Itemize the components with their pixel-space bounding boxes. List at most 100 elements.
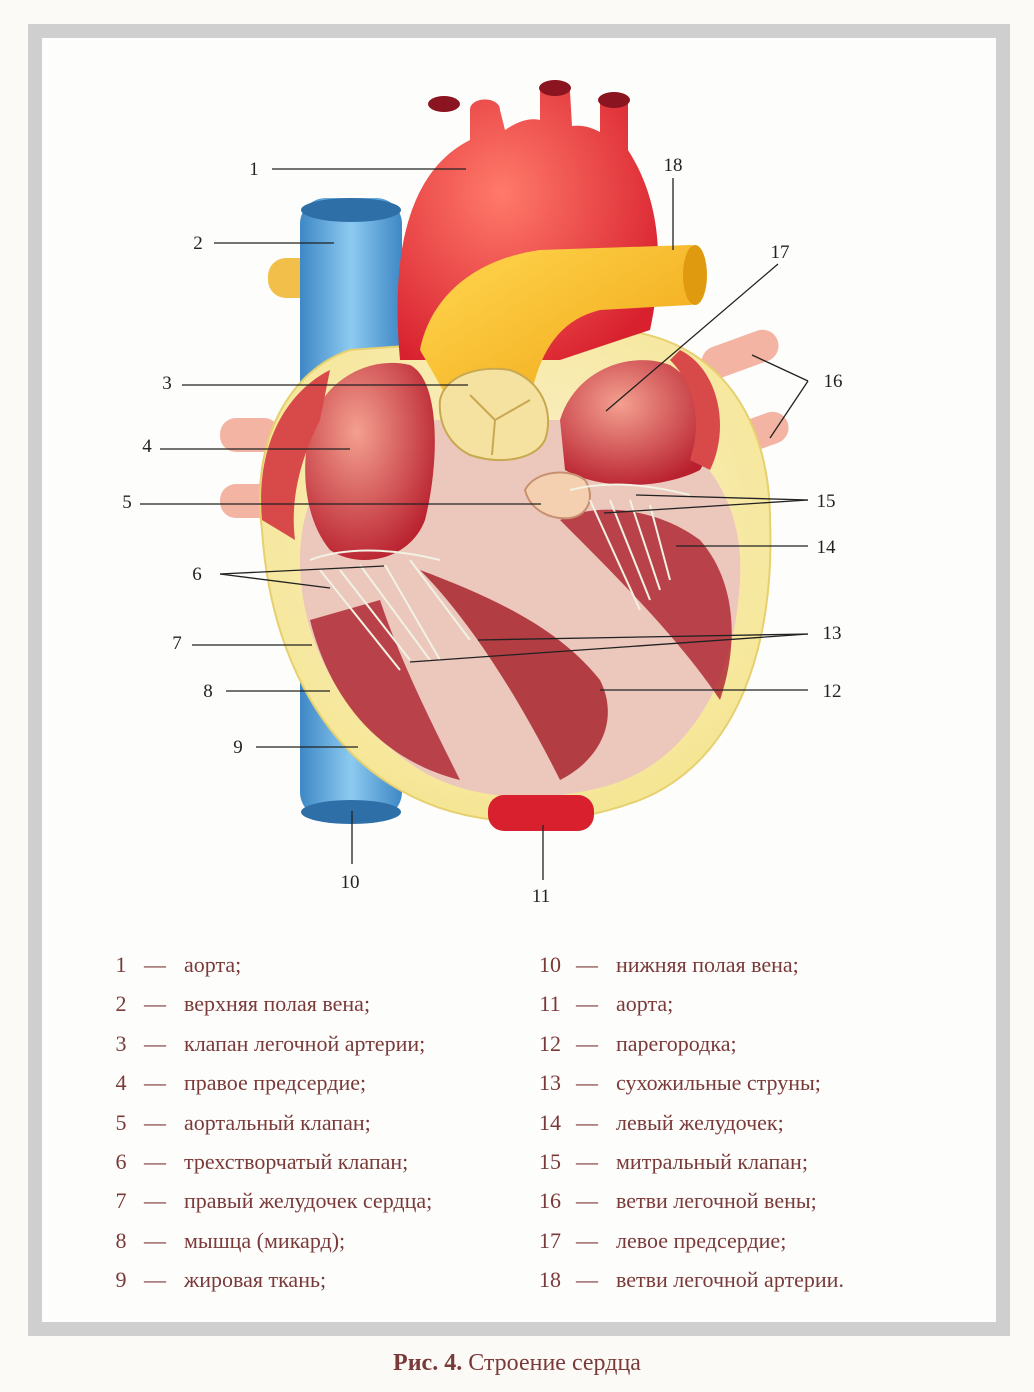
vena-cava-top-opening xyxy=(301,198,401,222)
callout-11: 11 xyxy=(532,886,550,907)
right-atrium-chamber xyxy=(305,362,435,560)
callout-3: 3 xyxy=(162,373,172,394)
legend-number: 17 xyxy=(539,1227,561,1253)
legend-number: 5 xyxy=(115,1109,127,1135)
callout-15: 15 xyxy=(817,491,836,512)
legend-text: правое предсердие; xyxy=(184,1070,367,1096)
legend-dash: — xyxy=(576,1109,598,1135)
callout-8: 8 xyxy=(203,681,213,702)
left-ventricle-wall xyxy=(560,509,732,700)
legend-dash: — xyxy=(576,1070,598,1096)
pulmonary-artery-opening xyxy=(683,245,707,305)
legend-number: 13 xyxy=(539,1070,561,1096)
legend-number: 10 xyxy=(539,952,561,977)
callout-18: 18 xyxy=(664,155,683,176)
heart-diagram: 1 2 3 4 5 6 7 8 9 10 11 12 13 14 15 16 1… xyxy=(122,80,843,907)
callout-1: 1 xyxy=(249,159,259,180)
left-atrium-chamber xyxy=(560,360,710,485)
legend-number: 4 xyxy=(115,1070,127,1096)
callout-4: 4 xyxy=(142,436,152,457)
left-atrium-wall xyxy=(670,350,720,470)
legend-number: 7 xyxy=(115,1188,127,1214)
callout-6: 6 xyxy=(192,564,202,585)
legend-dash: — xyxy=(144,1188,166,1214)
legend-dash: — xyxy=(576,1188,598,1214)
legend-text: левое предсердие; xyxy=(616,1227,787,1253)
legend-dash: — xyxy=(576,1030,598,1056)
legend-dash: — xyxy=(144,1227,166,1253)
pulmonary-vein-right-upper xyxy=(701,329,779,379)
legend-number: 3 xyxy=(115,1030,127,1056)
legend-item-7: 7 — правый желудочек сердца; xyxy=(108,1188,433,1214)
legend-text: клапан легочной артерии; xyxy=(184,1030,426,1056)
legend-text: правый желудочек сердца; xyxy=(184,1188,433,1214)
right-atrium-wall xyxy=(261,370,330,540)
legend-item-14: 14—левый желудочек; xyxy=(532,1110,784,1136)
legend-number: 12 xyxy=(539,1030,561,1056)
legend-item-11: 11 — аорта; xyxy=(532,991,673,1017)
callout-10: 10 xyxy=(341,872,360,893)
legend-number: 2 xyxy=(115,991,127,1017)
legend-text: аорта; xyxy=(184,952,242,977)
figure-caption: Рис. 4. Строение сердца xyxy=(0,1350,1034,1377)
heart-illustration xyxy=(220,80,789,831)
legend-dash: — xyxy=(144,991,166,1017)
descending-aorta xyxy=(488,795,594,831)
legend-dash: — xyxy=(144,1267,166,1293)
legend-text: нижняя полая вена; xyxy=(616,952,799,977)
caption-prefix: Рис. 4. xyxy=(393,1350,463,1376)
legend-number: 11 xyxy=(539,991,561,1017)
legend-item-15: 15—митральный клапан; xyxy=(532,1149,808,1175)
legend-item-13: 13 — сухожильные струны; xyxy=(532,1070,821,1096)
legend-text: ветви легочной артерии. xyxy=(616,1267,844,1293)
callout-17: 17 xyxy=(771,242,790,263)
legend-text: жировая ткань; xyxy=(184,1267,327,1293)
legend-dash: — xyxy=(576,1227,598,1253)
mitral-valve xyxy=(569,483,691,611)
legend-dash: — xyxy=(144,1149,166,1174)
aorta-branch-2 xyxy=(539,80,571,96)
legend-dash: — xyxy=(576,991,598,1017)
legend-text: митральный клапан; xyxy=(616,1149,808,1174)
legend-item-16: 16—ветви легочной вены; xyxy=(532,1188,817,1214)
legend-item-2: 2—верхняя полая вена; xyxy=(108,991,371,1017)
legend-text: трехстворчатый клапан; xyxy=(184,1149,409,1174)
right-ventricle-wall xyxy=(310,600,460,780)
legend-text: аорта; xyxy=(616,991,674,1017)
callout-16: 16 xyxy=(824,371,843,392)
legend-item-4: 4 — правое предсердие; xyxy=(108,1070,367,1096)
legend-dash: — xyxy=(144,952,166,977)
legend-number: 9 xyxy=(115,1267,127,1293)
callout-5: 5 xyxy=(122,492,132,513)
legend-item-17: 17 — левое предсердие; xyxy=(532,1228,786,1254)
leader-lines xyxy=(140,168,809,880)
septum-muscle xyxy=(420,570,608,780)
legend-dash: — xyxy=(144,1109,166,1135)
callout-14: 14 xyxy=(817,537,837,558)
legend-number: 8 xyxy=(115,1227,127,1253)
legend-text: аортальный клапан; xyxy=(184,1109,371,1135)
aorta-branch-3 xyxy=(598,92,630,108)
legend-item-10: 10—нижняя полая вена; xyxy=(532,952,799,978)
legend-item-18: 18—ветви легочной артерии. xyxy=(532,1267,844,1293)
callout-12: 12 xyxy=(823,681,842,702)
legend-text: ветви легочной вены; xyxy=(616,1188,817,1214)
legend-dash: — xyxy=(576,1149,598,1174)
legend-item-5: 5 — аортальный клапан; xyxy=(108,1110,371,1136)
legend-number: 1 xyxy=(115,952,127,977)
vena-cava-bottom-opening xyxy=(301,800,401,824)
callout-13: 13 xyxy=(823,623,842,644)
legend-text: мышца (микард); xyxy=(184,1227,346,1253)
legend-dash: — xyxy=(144,1070,166,1096)
legend-number: 6 xyxy=(115,1149,127,1174)
legend-text: левый желудочек; xyxy=(616,1109,784,1135)
legend-text: сухожильные струны; xyxy=(616,1070,821,1096)
callout-numbers: 1 2 3 4 5 6 7 8 9 10 11 12 13 14 15 16 1… xyxy=(122,155,842,907)
caption-title: Строение сердца xyxy=(468,1350,641,1376)
aorta-branch-1 xyxy=(428,96,460,112)
callout-2: 2 xyxy=(193,233,203,254)
tricuspid-valve xyxy=(309,549,471,671)
callout-9: 9 xyxy=(233,737,243,758)
legend-item-3: 3—клапан легочной артерии; xyxy=(108,1030,426,1057)
legend-item-12: 12—парегородка; xyxy=(532,1031,737,1057)
